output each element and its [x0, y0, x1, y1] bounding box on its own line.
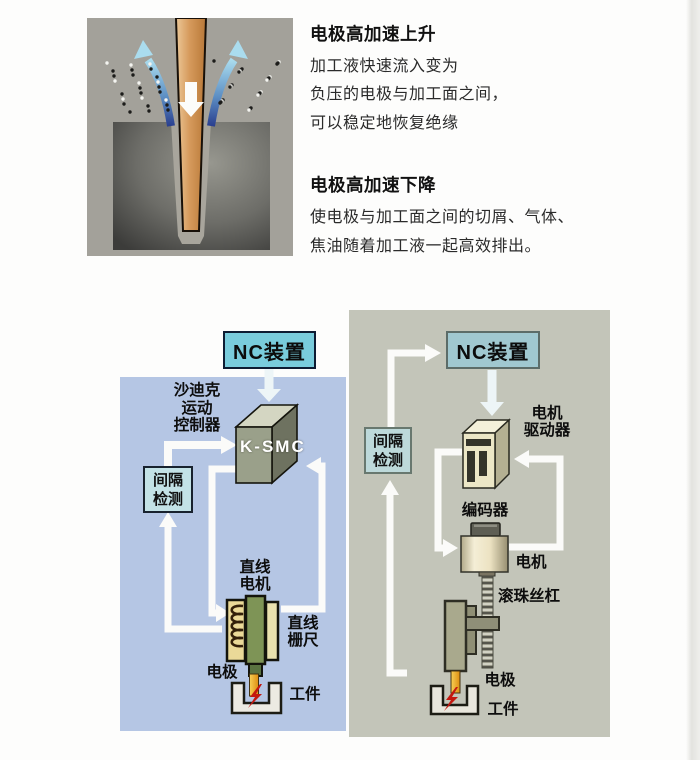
nc-device-box-left: NC装置: [223, 331, 316, 369]
description-block: 电极高加速上升 加工液快速流入变为 负压的电极与加工面之间， 可以稳定地恢复绝缘…: [310, 21, 690, 261]
ball-screw-label: 滚珠丝杠: [497, 588, 560, 605]
nc-device-label: NC装置: [233, 341, 306, 364]
workpiece-label-right: 工件: [487, 701, 519, 718]
flush-up-arrow-right-icon: [207, 40, 248, 127]
motor-label: 电机: [515, 554, 547, 571]
electrode-label-left: 电极: [206, 664, 238, 681]
text-line: 焦油随着加工液一起高效排出。: [310, 237, 542, 255]
section1-title: 电极高加速上升: [310, 24, 436, 44]
section2-title: 电极高加速下降: [310, 175, 436, 196]
sodick-motion-controller-label: 沙迪克 运动 控制器: [173, 382, 221, 434]
nc-device-box-right: NC装置: [446, 331, 540, 369]
down-arrow-icon: [178, 82, 204, 117]
section1-body: 加工液快速流入变为 负压的电极与加工面之间， 可以稳定地恢复绝缘: [310, 53, 690, 138]
text-line: 可以稳定地恢复绝缘: [310, 114, 459, 132]
ksmc-label: K-SMC: [240, 437, 306, 456]
text-line: 负压的电极与加工面之间，: [310, 86, 509, 104]
linear-motor-label: 直线 电机: [239, 559, 271, 593]
text-line: 加工液快速流入变为: [310, 58, 459, 75]
ball-screw-diagram-panel: [349, 310, 610, 737]
text-line: 使电极与加工面之间的切屑、气体、: [310, 209, 575, 227]
motor-driver-label: 电机 驱动器: [523, 405, 571, 439]
workpiece-label-left: 工件: [289, 686, 321, 703]
encoder-label: 编码器: [461, 502, 509, 519]
nc-device-label: NC装置: [456, 341, 530, 364]
gap-detect-box-left: 间隔 检测: [143, 466, 193, 513]
linear-scale-label: 直线 栅尺: [287, 615, 319, 649]
debris-particle-icons: [105, 59, 281, 114]
gap-detect-box-right: 间隔 检测: [364, 427, 412, 474]
page-edge-shadow: [686, 0, 700, 760]
electrode-label-right: 电极: [484, 672, 516, 689]
electrode-shape: [174, 18, 208, 232]
electrode-flush-illustration: [87, 18, 293, 256]
section2-body: 使电极与加工面之间的切屑、气体、 焦油随着加工液一起高效排出。: [310, 204, 690, 261]
